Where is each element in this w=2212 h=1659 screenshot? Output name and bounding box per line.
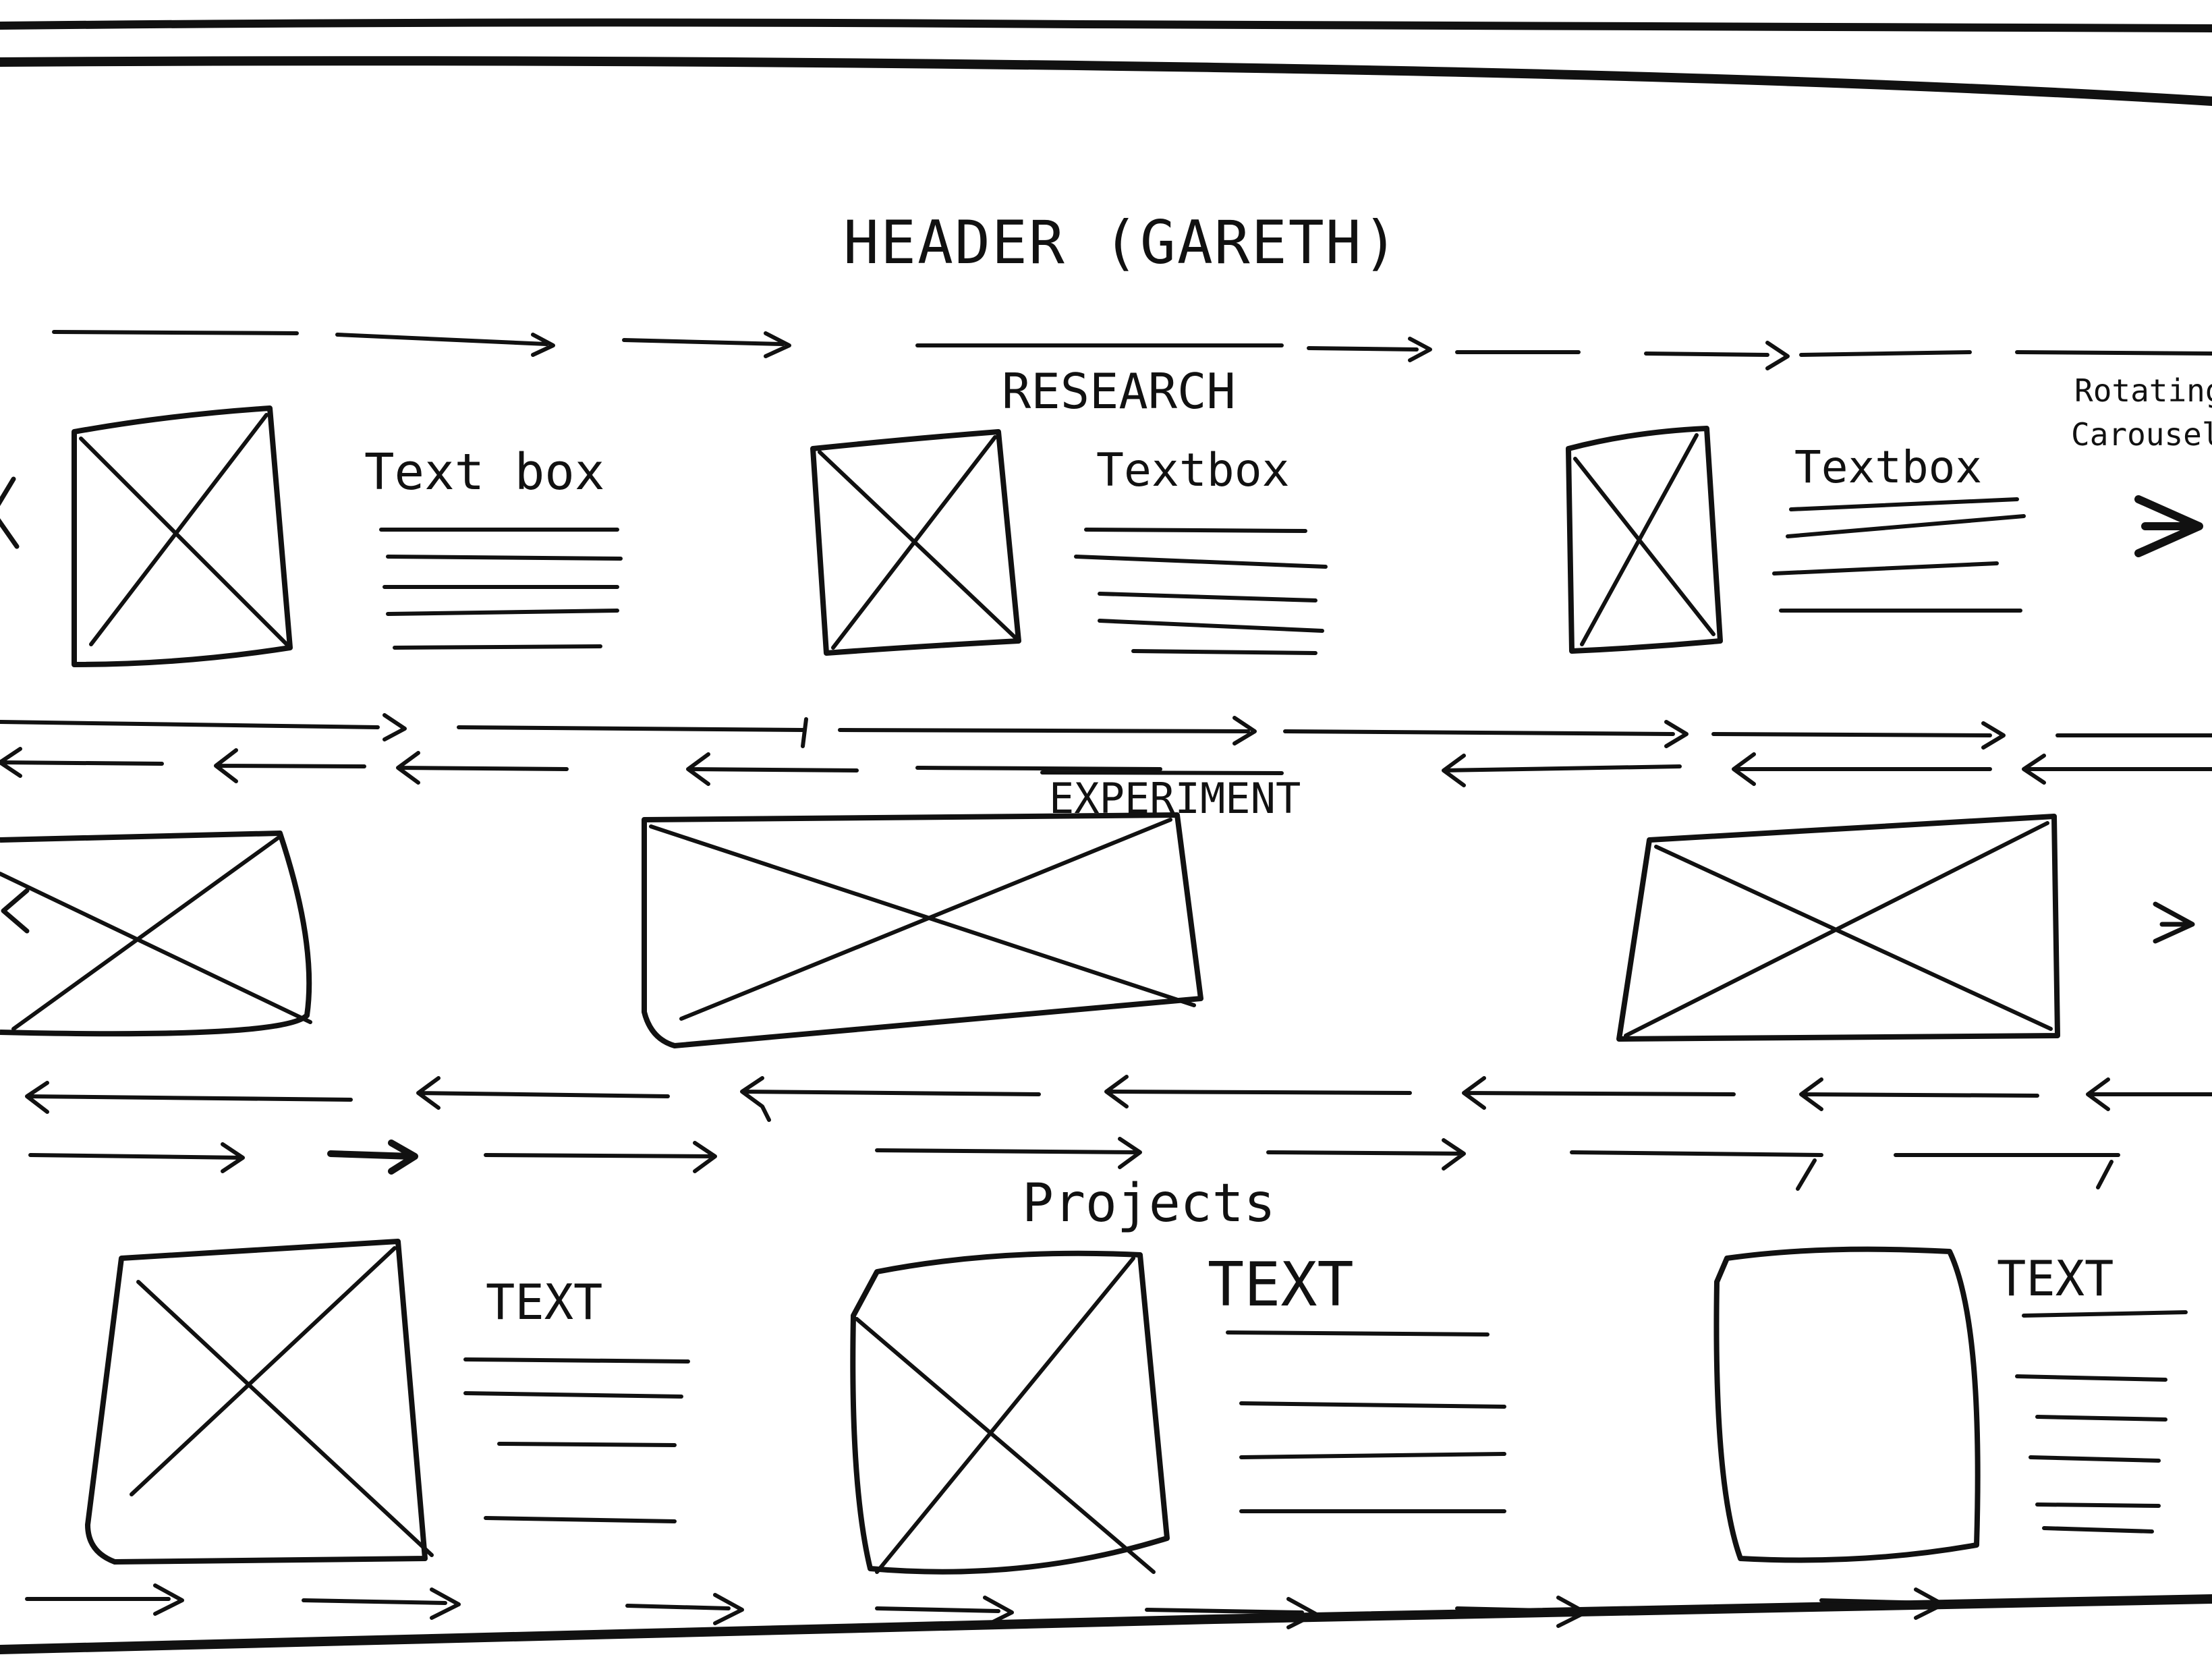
project-card: TEXT — [85, 1239, 690, 1565]
card-label: Textbox — [1794, 441, 1982, 493]
header-arrow-row — [52, 330, 2212, 370]
projects-arrow-rows — [25, 1075, 2212, 1191]
carousel-note-line-1: Rotating — [2074, 372, 2212, 409]
project-card: TEXT — [1713, 1246, 2188, 1563]
carousel-next-icon[interactable] — [2134, 495, 2203, 557]
carousel-prev-icon[interactable] — [0, 476, 20, 549]
carousel-prev-icon[interactable] — [1, 888, 30, 934]
header-title: HEADER (GARETH) — [843, 208, 1400, 277]
experiment-image — [0, 831, 312, 1037]
image-placeholder — [642, 812, 1203, 1048]
research-title: RESEARCH — [1002, 363, 1236, 420]
card-label: Textbox — [1096, 444, 1290, 497]
projects-title: Projects — [1022, 1173, 1276, 1234]
image-placeholder — [810, 429, 1021, 656]
card-label: TEXT — [486, 1274, 602, 1330]
experiment-arrow-rows — [0, 713, 2212, 787]
image-placeholder — [1616, 814, 2060, 1042]
experiment-image — [642, 812, 1203, 1048]
project-card: TEXT — [850, 1249, 1506, 1575]
image-placeholder — [850, 1250, 1170, 1575]
image-placeholder — [1566, 426, 1723, 654]
image-placeholder — [72, 405, 293, 667]
card-label: Text box — [364, 443, 604, 501]
footer-arrow-row — [25, 1583, 1945, 1629]
image-placeholder — [1713, 1246, 1981, 1563]
carousel-next-icon[interactable] — [2153, 901, 2195, 944]
experiment-image — [1616, 814, 2060, 1042]
card-label: TEXT — [1997, 1250, 2114, 1307]
research-card: Textbox — [1566, 426, 2026, 654]
research-card: Text box — [72, 405, 623, 667]
research-card: Textbox — [810, 429, 1328, 656]
carousel-note-line-2: Carousel — [2071, 416, 2212, 453]
image-placeholder — [85, 1239, 428, 1565]
card-label: TEXT — [1208, 1249, 1354, 1320]
